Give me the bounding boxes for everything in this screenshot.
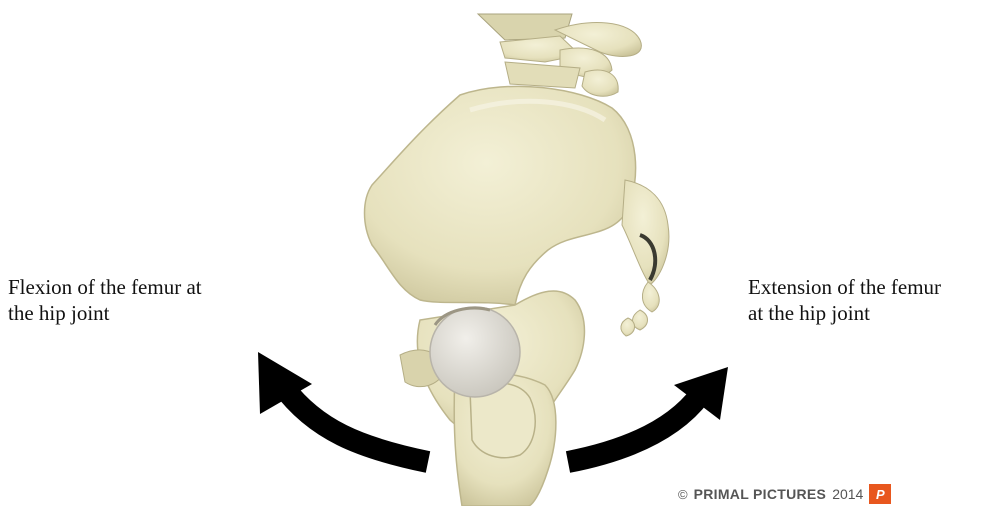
credit-year: 2014: [832, 486, 863, 502]
copyright-symbol: ©: [678, 487, 688, 502]
extension-caption: Extension of the femur at the hip joint: [748, 274, 1003, 326]
curved-arrow-up-right-icon: [568, 367, 728, 462]
femoral-head: [430, 307, 520, 397]
primal-pictures-logo-icon: P: [869, 484, 891, 504]
copyright-credit: © PRIMAL PICTURES 2014 P: [678, 484, 891, 504]
vertebrae: [478, 14, 641, 96]
brand-name: PRIMAL PICTURES: [694, 486, 827, 502]
flexion-caption: Flexion of the femur at the hip joint: [8, 274, 278, 326]
ilium: [365, 86, 636, 305]
sacrum: [621, 180, 669, 336]
